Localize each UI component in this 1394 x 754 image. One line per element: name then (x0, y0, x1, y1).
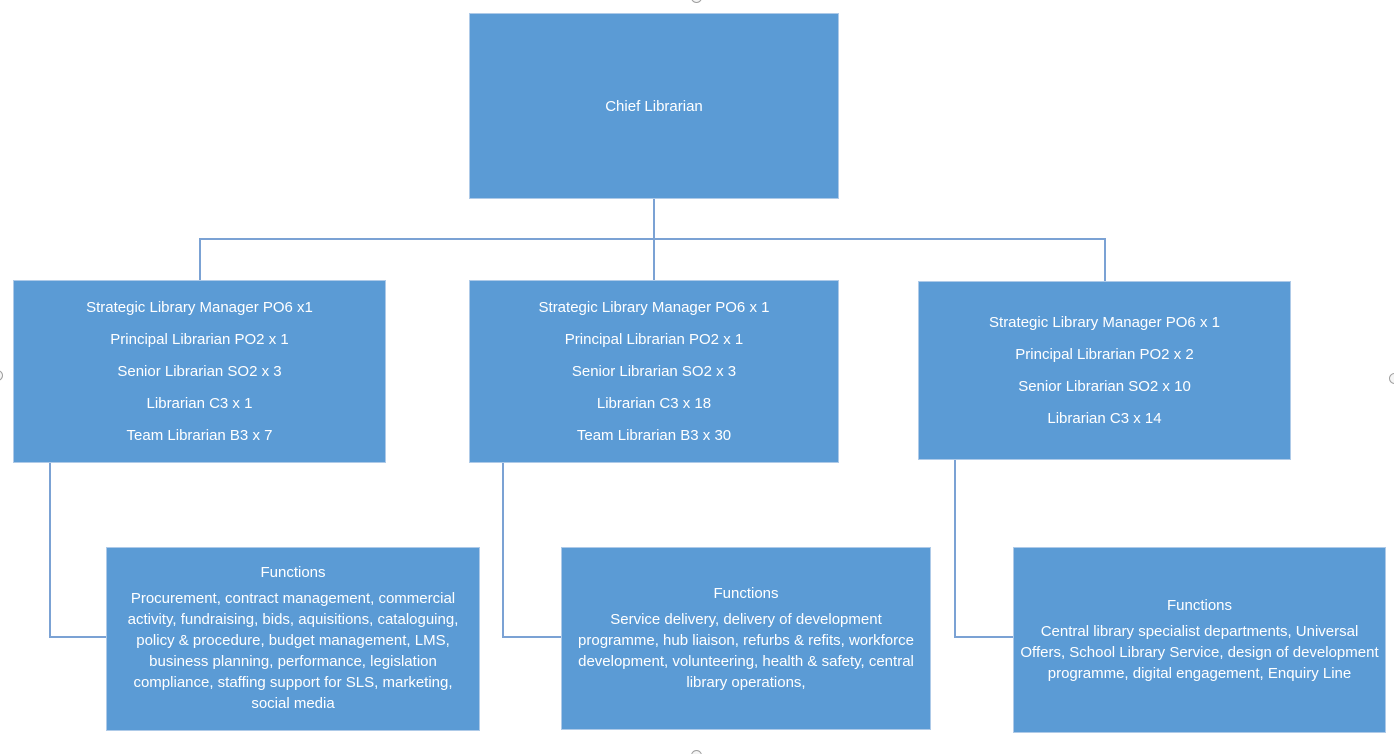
role-line: Senior Librarian SO2 x 10 (1018, 377, 1191, 395)
role-line: Strategic Library Manager PO6 x 1 (989, 313, 1220, 331)
connector-team1-to-functions1 (49, 463, 106, 638)
team-box-3: Strategic Library Manager PO6 x 1 Princip… (918, 281, 1291, 460)
functions-title: Functions (713, 584, 779, 602)
functions-body: Central library specialist departments, … (1020, 622, 1379, 682)
role-line: Strategic Library Manager PO6 x 1 (538, 298, 770, 316)
team-box-2: Strategic Library Manager PO6 x 1 Princip… (469, 280, 839, 463)
functions-box-3: Functions Central library specialist dep… (1013, 547, 1386, 733)
chief-librarian-box: Chief Librarian (469, 13, 839, 199)
role-line: Team Librarian B3 x 30 (576, 426, 732, 444)
functions-box-1: Functions Procurement, contract manageme… (106, 547, 480, 731)
selection-handle-right[interactable] (1389, 373, 1394, 384)
role-line: Senior Librarian SO2 x 3 (571, 362, 737, 380)
role-line: Strategic Library Manager PO6 x1 (86, 298, 313, 316)
connector-left-stub (199, 238, 201, 280)
role-line: Principal Librarian PO2 x 1 (564, 330, 744, 348)
role-line: Principal Librarian PO2 x 1 (110, 330, 289, 348)
role-line: Librarian C3 x 1 (146, 394, 253, 412)
role-line: Principal Librarian PO2 x 2 (1015, 345, 1194, 363)
selection-handle-bottom[interactable] (691, 750, 702, 754)
selection-handle-left[interactable] (0, 370, 3, 381)
selection-handle-top[interactable] (691, 0, 702, 3)
functions-body: Procurement, contract management, commer… (127, 590, 459, 712)
role-line: Librarian C3 x 18 (596, 394, 712, 412)
team-box-1: Strategic Library Manager PO6 x1 Principa… (13, 280, 386, 463)
connector-right-stub (1104, 238, 1106, 281)
connector-team2-to-functions2 (502, 463, 561, 638)
connector-team3-to-functions3 (954, 460, 1013, 638)
role-line: Librarian C3 x 14 (1047, 409, 1162, 427)
role-line: Senior Librarian SO2 x 3 (117, 362, 282, 380)
role-line: Team Librarian B3 x 7 (126, 426, 273, 444)
functions-box-2: Functions Service delivery, delivery of … (561, 547, 931, 730)
functions-title: Functions (260, 564, 326, 581)
functions-title: Functions (1166, 596, 1233, 614)
chief-librarian-label: Chief Librarian (605, 97, 703, 115)
functions-body: Service delivery, delivery of developmen… (578, 610, 914, 691)
connector-horizontal-bus (199, 238, 1106, 240)
